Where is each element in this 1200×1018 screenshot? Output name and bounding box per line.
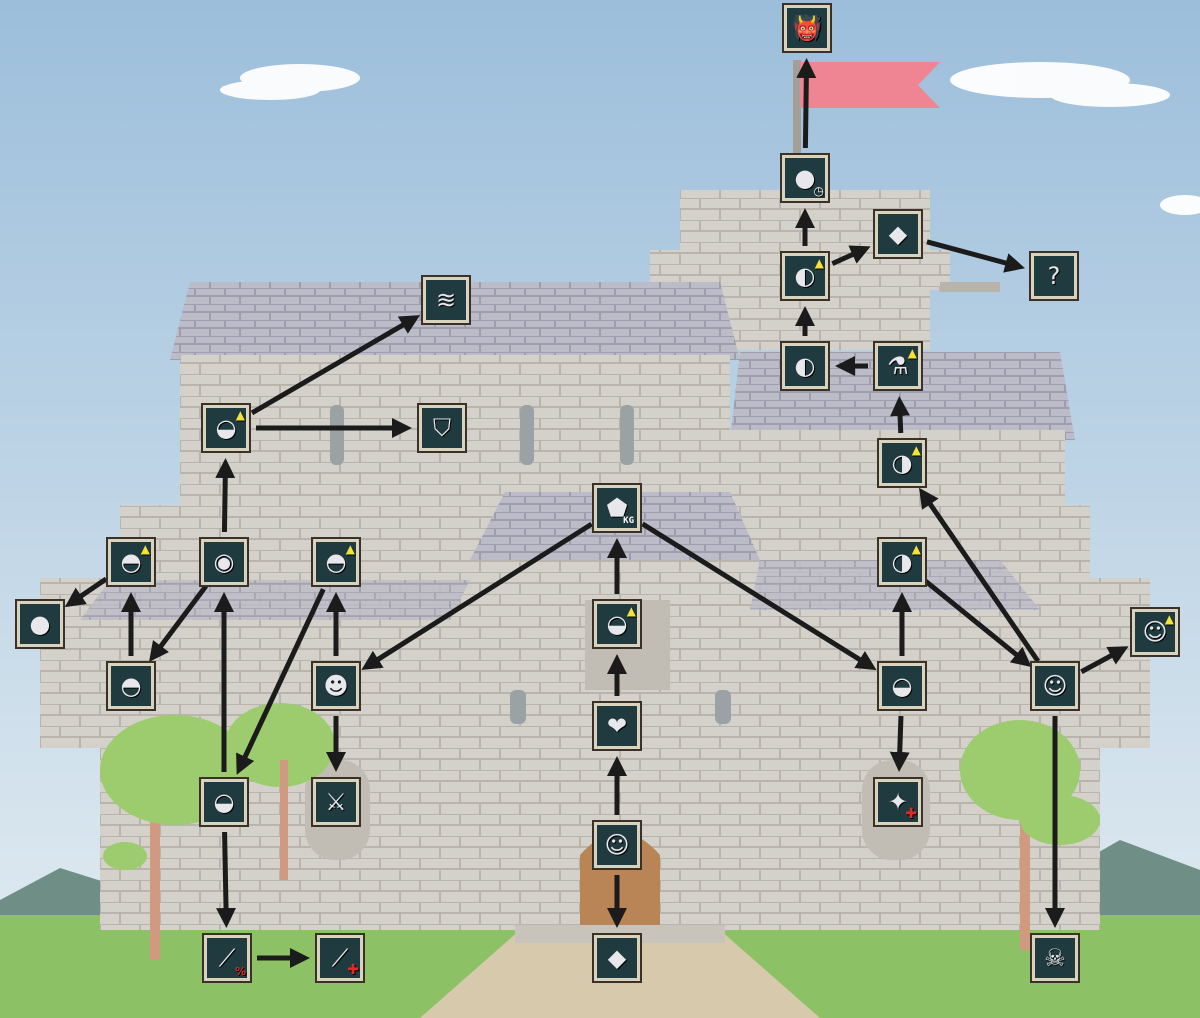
arrow-crystal-upgrade-to-unknown-shadow-right	[926, 239, 1026, 273]
skill-node-hooded-figure[interactable]: ◉	[199, 537, 249, 587]
skill-node-paladin-up[interactable]: ◒▲	[592, 599, 642, 649]
skill-node-weight[interactable]: ⬟KG	[592, 483, 642, 533]
skill-node-minotaur-boss[interactable]: 👹	[782, 3, 832, 53]
skill-node-mage-up[interactable]: ◐▲	[780, 251, 830, 301]
skill-node-unknown-shadow-right[interactable]: ?	[1029, 251, 1079, 301]
clock-icon: ◷	[813, 184, 824, 198]
knight-icon: ◒	[213, 788, 235, 816]
knight-upgrade-icon: ◒	[215, 414, 237, 442]
arrow-assassin-up-to-shadow-left	[64, 576, 108, 608]
assassin-icon: ◓	[120, 672, 142, 700]
skill-node-gold-skull[interactable]: ☠	[1030, 933, 1080, 983]
upgrade-arrow-icon: ▲	[345, 542, 355, 556]
chef-upgrade-icon: ☺	[1142, 618, 1168, 646]
arrow-paladin-to-ice-crit	[889, 715, 910, 773]
skill-node-knight-up[interactable]: ◒▲	[201, 403, 251, 453]
plus-icon: ✚	[347, 962, 359, 978]
heart-shield-icon: ⛉	[433, 414, 451, 442]
arrow-weight-to-paladin	[641, 521, 877, 671]
upgrade-arrow-icon: ▲	[235, 408, 245, 422]
gold-skull-icon: ☠	[1044, 944, 1066, 972]
kg-weight-icon: ⬟	[606, 494, 628, 522]
shadow-figure-clock-icon: ●	[794, 164, 816, 192]
paladin-icon: ◒	[891, 672, 913, 700]
skill-node-shadow-left[interactable]: ●	[15, 599, 65, 649]
blue-crystal-icon: ◆	[607, 944, 627, 972]
lancer-upgrade-icon: ◑	[891, 449, 913, 477]
skill-node-architect[interactable]: ☻	[311, 661, 361, 711]
crystal-transfer-icon: ◆	[888, 220, 908, 248]
minotaur-skull-icon: 👹	[792, 14, 822, 42]
mystery-silhouette-icon: ?	[1047, 262, 1061, 290]
skill-node-heart[interactable]: ❤	[592, 701, 642, 751]
assassin-upgrade-icon: ◓	[120, 548, 142, 576]
skill-node-barbarian-up[interactable]: ◑▲	[877, 537, 927, 587]
skill-node-mage[interactable]: ◐	[780, 341, 830, 391]
upgrade-arrow-icon: ▲	[626, 604, 636, 618]
arrow-chef-to-lancer-up	[918, 487, 1041, 663]
upgrade-arrow-icon: ▲	[911, 542, 921, 556]
arrow-lancer-up-to-potion	[890, 395, 911, 434]
sword-icon: ⚔	[325, 788, 347, 816]
arrow-knight-to-crit-chance	[216, 831, 237, 929]
arrow-mage-up-to-crystal-upgrade	[831, 245, 871, 266]
valkyrie-upgrade-icon: ◓	[325, 548, 347, 576]
chef-icon: ☺	[1042, 672, 1068, 700]
skill-node-crit-damage[interactable]: ⟋✚	[315, 933, 365, 983]
skill-node-knight[interactable]: ◒	[199, 777, 249, 827]
heart-icon: ❤	[606, 712, 628, 740]
skill-node-valkyrie-up[interactable]: ◓▲	[311, 537, 361, 587]
skill-node-shadow-timer[interactable]: ●◷	[780, 153, 830, 203]
upgrade-arrow-icon: ▲	[140, 542, 150, 556]
upgrade-arrow-icon: ▲	[1164, 612, 1174, 626]
arrow-shadow-timer-to-minotaur-boss	[796, 57, 817, 149]
skill-node-sword[interactable]: ⚔	[311, 777, 361, 827]
skill-node-chef-up[interactable]: ☺▲	[1130, 607, 1180, 657]
bearded-knight-upgrade-icon: ◑	[891, 548, 913, 576]
arrow-knight-up-to-wave-slash	[250, 315, 421, 416]
skill-node-heart-shield[interactable]: ⛉	[417, 403, 467, 453]
skill-node-assassin[interactable]: ◓	[106, 661, 156, 711]
arrow-barbarian-up-to-chef	[923, 578, 1032, 668]
potion-flask-icon: ⚗	[887, 352, 909, 380]
crit-chance-icon: ⟋	[218, 944, 236, 972]
arrow-hooded-figure-to-assassin	[149, 584, 208, 662]
wave-slash-icon: ≋	[435, 286, 457, 314]
mage-upgrade-icon: ◐	[794, 262, 816, 290]
skill-node-paladin[interactable]: ◒	[877, 661, 927, 711]
skill-node-potion[interactable]: ⚗▲	[873, 341, 923, 391]
paladin-upgrade-icon: ◒	[606, 610, 628, 638]
weight-label: KG	[623, 516, 634, 526]
mage-icon: ◐	[794, 352, 816, 380]
upgrade-arrow-icon: ▲	[911, 443, 921, 457]
arrow-hooded-figure-to-knight-up	[215, 457, 236, 533]
blacksmith-icon: ☺	[604, 831, 630, 859]
hooded-figure-icon: ◉	[213, 548, 235, 576]
percent-icon: %	[234, 965, 246, 978]
arrow-chef-to-chef-up	[1080, 646, 1129, 674]
skill-node-lancer-up[interactable]: ◑▲	[877, 438, 927, 488]
upgrade-arrow-icon: ▲	[907, 346, 917, 360]
upgrade-arrow-icon: ▲	[814, 256, 824, 270]
skill-node-crit-chance[interactable]: ⟋%	[202, 933, 252, 983]
skill-node-crystal-upgrade[interactable]: ◆	[873, 209, 923, 259]
skill-node-assassin-up[interactable]: ◓▲	[106, 537, 156, 587]
arrow-weight-to-architect	[361, 521, 593, 670]
arrow-valkyrie-up-to-knight	[236, 588, 326, 775]
crit-damage-icon: ⟋	[331, 944, 349, 972]
skill-node-chef[interactable]: ☺	[1030, 661, 1080, 711]
ice-crit-icon: ✦	[887, 788, 909, 816]
plus-icon: ✚	[905, 806, 917, 822]
skill-node-blacksmith[interactable]: ☺	[592, 820, 642, 870]
skill-node-wave-slash[interactable]: ≋	[421, 275, 471, 325]
skill-node-ice-crit[interactable]: ✦✚	[873, 777, 923, 827]
shadow-silhouette-icon: ●	[29, 610, 51, 638]
architect-icon: ☻	[323, 672, 349, 700]
skill-node-crystal[interactable]: ◆	[592, 933, 642, 983]
